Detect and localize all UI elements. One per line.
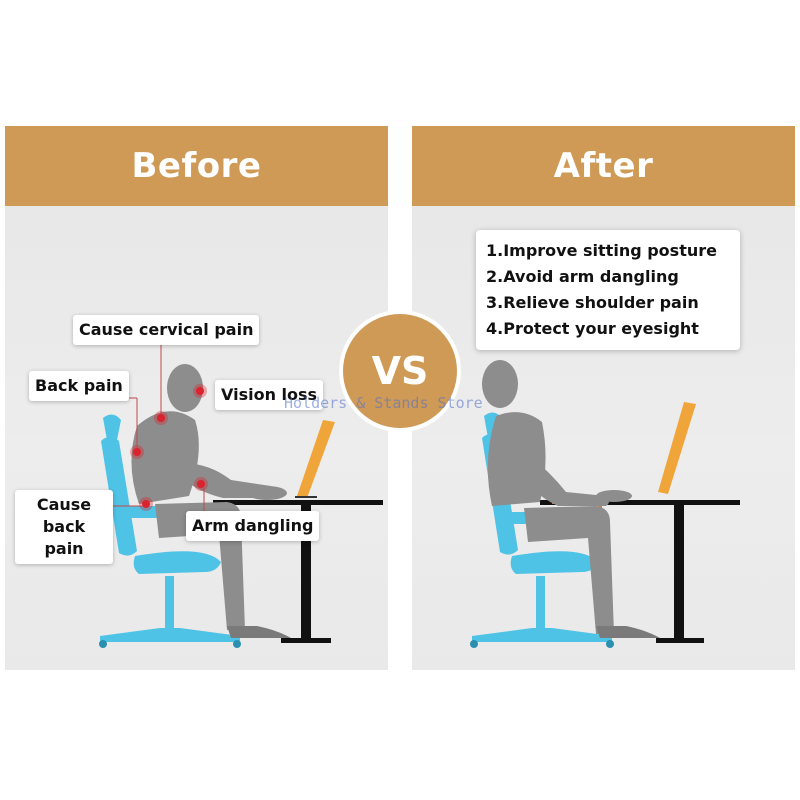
- after-illustration: [470, 360, 740, 648]
- after-panel: After: [412, 126, 795, 670]
- benefit-item: 3.Relieve shoulder pain: [486, 293, 699, 312]
- store-watermark: Holders & Stands Store: [284, 394, 483, 412]
- benefit-item: 4.Protect your eyesight: [486, 319, 699, 338]
- label-arm-dangling: Arm dangling: [186, 511, 320, 541]
- before-title: Before: [131, 146, 262, 186]
- label-cervical-pain: Cause cervical pain: [73, 315, 260, 345]
- benefit-item: 1.Improve sitting posture: [486, 241, 717, 260]
- human-figure-upright: [482, 360, 660, 638]
- desk: [540, 500, 740, 643]
- pain-markers: [130, 384, 208, 511]
- vs-badge: VS: [343, 314, 457, 428]
- after-title: After: [553, 146, 654, 186]
- label-back-pain: Back pain: [29, 371, 129, 401]
- monitor: [295, 420, 335, 498]
- before-panel: Before: [5, 126, 388, 670]
- benefits-list: 1.Improve sitting posture 2.Avoid arm da…: [476, 230, 740, 350]
- after-header: After: [412, 126, 795, 206]
- label-lower-back-pain: Cause back pain: [15, 490, 113, 564]
- monitor: [658, 402, 696, 494]
- before-header: Before: [5, 126, 388, 206]
- vs-text: VS: [371, 349, 429, 393]
- desk: [213, 500, 383, 643]
- benefit-item: 2.Avoid arm dangling: [486, 267, 679, 286]
- office-chair: [99, 414, 241, 648]
- label-vision-loss: Vision loss: [215, 380, 324, 410]
- label-lower-back-line2: back pain: [42, 517, 86, 558]
- label-lower-back-line1: Cause: [36, 495, 92, 514]
